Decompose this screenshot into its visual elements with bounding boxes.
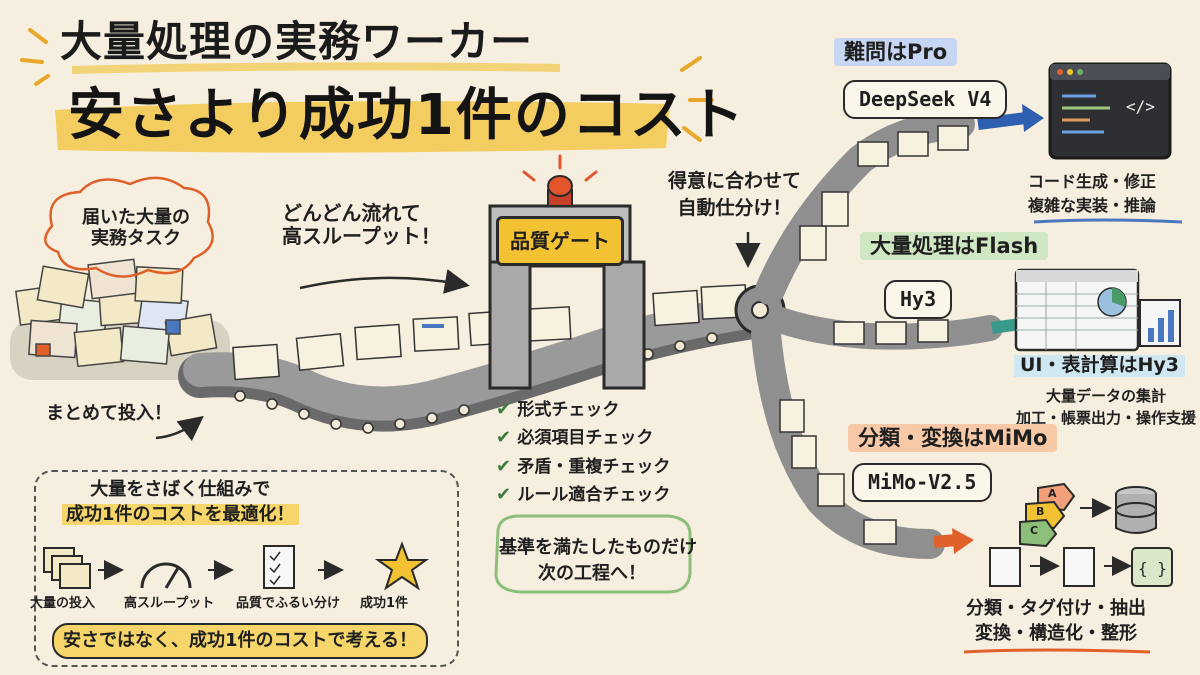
title-underline	[71, 62, 561, 74]
summary-box	[34, 470, 459, 667]
drop-arrow	[155, 415, 204, 442]
flow-text: どんどん流れて 高スループット！	[282, 201, 441, 248]
summary-step-4: 成功1件	[360, 596, 409, 611]
summary-head-line-2: 成功1件のコストを最適化！	[62, 504, 299, 526]
branch-belt-flash	[767, 307, 1003, 350]
title-sparkles	[20, 28, 714, 142]
check-item-required: 必須項目チェック	[496, 424, 670, 452]
summary-step-2: 高スループット	[124, 596, 215, 611]
summary-head-line-1: 大量をさばく仕組みで	[90, 479, 271, 500]
title-line-1: 大量処理の実務ワーカー	[60, 17, 534, 66]
pro-model-box: DeepSeek V4	[843, 80, 1008, 119]
quality-check-list: 形式チェック 必須項目チェック 矛盾・重複チェック ルール適合チェック	[496, 396, 670, 510]
spreadsheet-icon	[1014, 268, 1181, 352]
mimo-route-desc: 分類・タグ付け・抽出 変換・構造化・整形	[966, 598, 1146, 645]
mimo-tag-c: C	[1030, 524, 1039, 537]
pro-route-desc: コード生成・修正 複雑な実装・推論	[1028, 172, 1157, 215]
conveyor-belt	[183, 293, 777, 421]
pro-arrow	[977, 112, 1027, 130]
tag-database-icon: { }	[989, 482, 1173, 587]
mimo-tag-a: A	[1048, 487, 1057, 500]
svg-text:</>: </>	[1126, 97, 1155, 116]
quality-gate-label: 品質ゲート	[496, 216, 624, 266]
flash-desc-title: UI・表計算はHy3	[1014, 354, 1186, 377]
summary-step-1: 大量の投入	[30, 596, 96, 611]
pass-text: 基準を満たしたものだけ 次の工程へ！	[499, 537, 697, 585]
mimo-arrow	[933, 534, 957, 548]
summary-head: 大量をさばく仕組みで 成功1件のコストを最適化！	[62, 477, 299, 527]
check-item-rule: ルール適合チェック	[496, 481, 670, 509]
mimo-route-title: 分類・変換はMiMo	[848, 424, 1058, 453]
title-highlight	[55, 101, 670, 153]
flow-arrow	[299, 269, 470, 294]
title-line-2: 安さより成功1件のコスト	[68, 83, 746, 148]
task-pile	[10, 258, 230, 380]
flash-route-desc: 大量データの集計 加工・帳票出力・操作支援	[1016, 387, 1197, 427]
check-item-conflict: 矛盾・重複チェック	[496, 453, 670, 481]
code-window-icon: </>	[1048, 62, 1172, 160]
pro-desc-underline	[1033, 218, 1183, 224]
mimo-tag-b: B	[1036, 505, 1045, 518]
flash-route-title: 大量処理はFlash	[860, 232, 1049, 261]
summary-step-3: 品質でふるい分け	[236, 596, 341, 611]
svg-text:{ }: { }	[1138, 559, 1167, 578]
mimo-model-box: MiMo-V2.5	[852, 463, 993, 502]
check-item-format: 形式チェック	[496, 396, 670, 424]
drop-text: まとめて投入！	[46, 403, 172, 424]
thought-bubble	[44, 176, 214, 278]
branch-cards	[779, 125, 969, 545]
mimo-desc-underline	[963, 648, 1151, 654]
pro-route-title: 難問はPro	[834, 38, 958, 67]
summary-banner: 安さではなく、成功1件のコストで考える！	[52, 623, 428, 659]
pass-bubble	[494, 514, 692, 594]
router-label: 得意に合わせて 自動仕分け！	[668, 170, 802, 219]
flash-model-box: Hy3	[884, 280, 953, 319]
summary-icons	[43, 541, 430, 591]
intake-bubble-text: 届いた大量の 実務タスク	[82, 207, 190, 249]
